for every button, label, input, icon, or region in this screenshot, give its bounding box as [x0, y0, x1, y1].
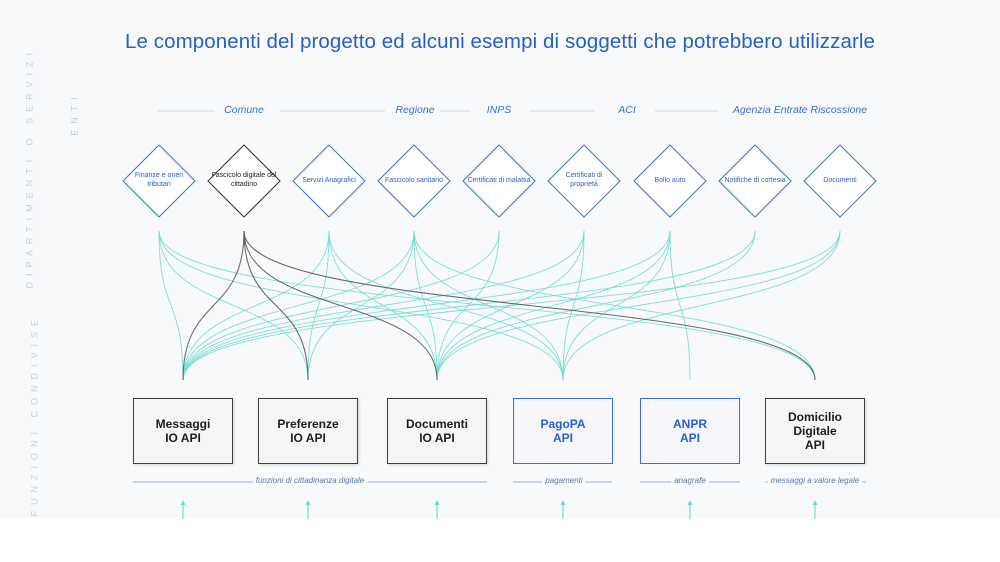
service-fascicolo-digitale: Fascicolo digitale del cittadino — [211, 172, 277, 188]
connection-line — [158, 230, 816, 381]
page-title: Le componenti del progetto ed alcuni ese… — [124, 30, 876, 53]
function-preferenze-io-api: Preferenze IO API — [258, 398, 358, 464]
connection-line — [158, 230, 309, 381]
up-arrow-head — [812, 500, 818, 505]
service-bollo-auto: Bollo auto — [654, 176, 686, 184]
connection-line — [243, 230, 438, 381]
connection-line — [413, 230, 564, 381]
up-arrow-head — [305, 500, 311, 505]
caption-messaggi-valore-legale: messaggi a valore legale — [767, 476, 863, 485]
connection-line — [182, 230, 671, 381]
connection-line — [562, 230, 671, 381]
function-pagopa-api: PagoPA API — [513, 398, 613, 464]
connection-line — [328, 230, 564, 381]
service-certificati-proprieta: Certificati di proprietà — [565, 172, 603, 188]
service-documenti: Documenti — [823, 176, 857, 184]
caption-anagrafe: anagrafe — [671, 476, 709, 485]
function-documenti-io-api: Documenti IO API — [387, 398, 487, 464]
service-diamond — [462, 144, 536, 218]
connection-line — [436, 230, 841, 381]
function-messaggi-io-api: Messaggi IO API — [133, 398, 233, 464]
service-certificati-malattia: Certificati di malattia — [467, 176, 531, 184]
connection-line — [182, 230, 756, 381]
service-finanze: Finanze e oneri tributari — [134, 172, 184, 188]
up-arrow-head — [687, 500, 693, 505]
up-arrow-head — [434, 500, 440, 505]
service-fascicolo-sanitario: Fascicolo sanitario — [385, 176, 443, 184]
service-anagrafici: Servizi Anagrafici — [302, 176, 356, 184]
connection-line — [158, 230, 184, 381]
connection-line — [182, 230, 585, 381]
connection-line — [562, 230, 585, 381]
connection-line — [182, 230, 415, 381]
service-diamond — [718, 144, 792, 218]
entity-label-comune: Comune — [224, 104, 264, 116]
caption-cittadinanza-digitale: funzioni di cittadinanza digitale — [252, 476, 368, 485]
service-diamond — [122, 144, 196, 218]
connection-line — [669, 230, 691, 381]
service-diamond — [207, 144, 281, 218]
entity-label-aci: ACI — [618, 104, 636, 116]
connection-line — [243, 230, 309, 381]
service-diamond — [377, 144, 451, 218]
function-anpr-api: ANPR API — [640, 398, 740, 464]
connection-line — [182, 230, 245, 381]
entity-label-regione: Regione — [395, 104, 435, 116]
connection-line — [243, 230, 816, 381]
entity-label-inps: INPS — [486, 104, 512, 116]
service-notifiche: Notifiche di cortesia — [724, 176, 786, 184]
service-diamond — [803, 144, 877, 218]
connection-line — [307, 230, 415, 381]
connection-line — [307, 230, 330, 381]
entity-label-agenzia-entrate: Agenzia Entrate Riscossione — [732, 104, 868, 116]
function-domicilio-digitale-api: Domicilio Digitale API — [765, 398, 865, 464]
connection-line — [182, 230, 330, 381]
service-diamond — [292, 144, 366, 218]
connection-line — [562, 230, 841, 381]
service-diamond — [547, 144, 621, 218]
connection-line — [182, 230, 841, 381]
caption-pagamenti: pagamenti — [542, 476, 586, 485]
up-arrow-head — [180, 500, 186, 505]
service-diamond — [633, 144, 707, 218]
connection-line — [436, 230, 671, 381]
connection-line — [436, 230, 756, 381]
up-arrow-head — [560, 500, 566, 505]
connection-line — [413, 230, 816, 381]
